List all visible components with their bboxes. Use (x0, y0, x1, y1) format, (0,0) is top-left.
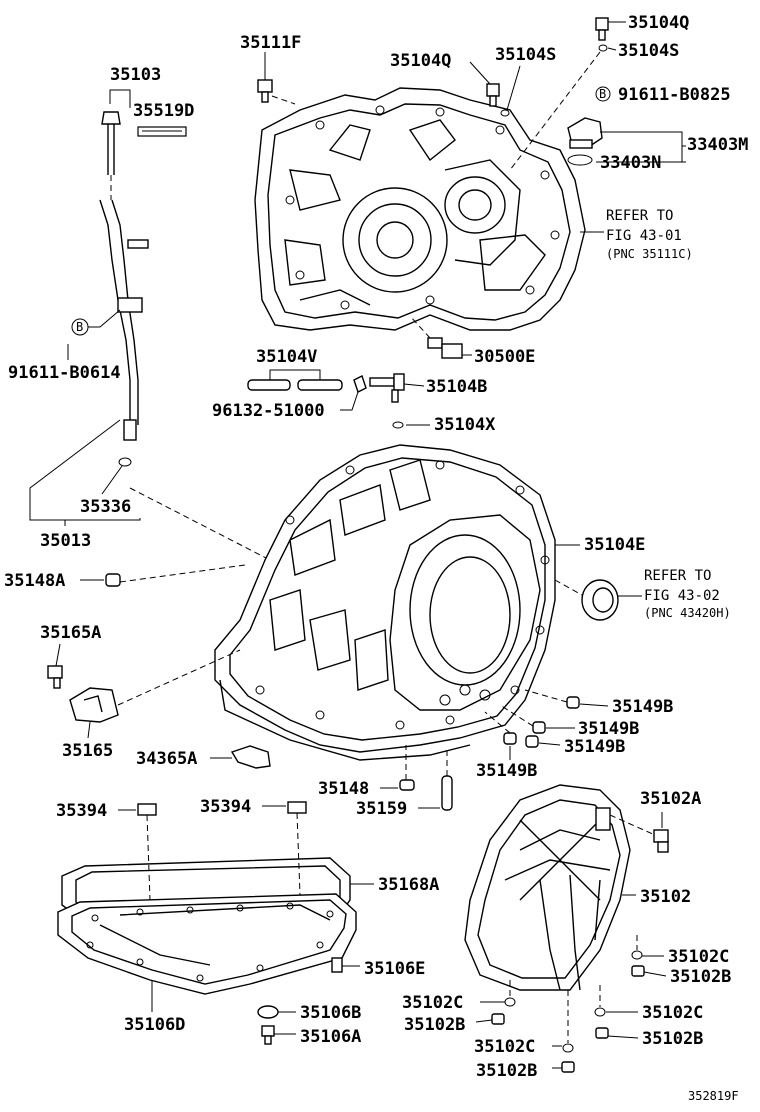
refer-1-line3: (PNC 35111C) (606, 247, 693, 261)
o-ring-35104X (392, 421, 404, 429)
svg-text:B: B (76, 320, 83, 334)
label-35148: 35148 (318, 779, 369, 799)
magnet-35394-b (287, 801, 307, 814)
bolt-35104Q-top (509, 17, 609, 171)
label-35106B: 35106B (300, 1003, 361, 1023)
label-35104S-b: 35104S (618, 41, 679, 61)
label-35159: 35159 (356, 799, 407, 819)
label-35104B: 35104B (426, 377, 487, 397)
label-35102B-2: 35102B (404, 1015, 465, 1035)
label-35104Q-b: 35104Q (628, 13, 689, 33)
plug-35148A (105, 564, 246, 587)
label-35106D: 35106D (124, 1015, 185, 1035)
label-35149B-3: 35149B (564, 737, 625, 757)
label-30500E: 30500E (474, 347, 535, 367)
transaxle-housing (254, 87, 586, 331)
gasket-35106B (257, 1005, 279, 1019)
bolt-35102A (653, 829, 669, 853)
label-33403M: 33403M (687, 135, 748, 155)
label-35168A: 35168A (378, 875, 439, 895)
label-35102B-4: 35102B (476, 1061, 537, 1081)
pipe-35159 (441, 748, 453, 811)
label-35106A: 35106A (300, 1027, 361, 1047)
bolt-35102B-2 (491, 1013, 505, 1025)
bolt-35165A (47, 665, 63, 689)
bolt-35111F (257, 79, 296, 105)
label-96132-51000: 96132-51000 (212, 401, 325, 421)
plug-35106E (331, 957, 343, 973)
label-35102C-2: 35102C (402, 993, 463, 1013)
bracket-34365A (230, 745, 271, 769)
label-35111F: 35111F (240, 33, 301, 53)
svg-text:B: B (599, 87, 606, 101)
refer-2-line2: FIG 43-02 (644, 588, 720, 604)
label-35148A: 35148A (4, 571, 65, 591)
label-35336: 35336 (80, 497, 131, 517)
label-35149B-1: 35149B (612, 697, 673, 717)
label-35149B-2: 35149B (578, 719, 639, 739)
callout-b-lower: B (71, 318, 89, 336)
clip-96132 (353, 375, 367, 393)
label-35102: 35102 (640, 887, 691, 907)
label-33403N: 33403N (600, 153, 661, 173)
plugs-35149B (484, 689, 580, 748)
refer-1-line2: FIG 43-01 (606, 228, 682, 244)
label-35102C-3: 35102C (642, 1003, 703, 1023)
valve-body-35102 (464, 784, 656, 991)
o-ring-35102C-4 (562, 1043, 574, 1053)
bolt-35102B-3 (595, 1027, 609, 1039)
dipstick-tube-35013 (99, 199, 149, 441)
bolt-35102B-4 (561, 1061, 575, 1073)
speed-sensor-33403M (567, 117, 603, 166)
o-ring-35336 (118, 457, 132, 467)
callout-b-upper: B (595, 86, 611, 102)
plug-35148 (399, 745, 415, 791)
o-ring-35102C-3 (594, 1007, 606, 1017)
bolt-35102B-1 (631, 965, 645, 977)
oil-seal-43420H (554, 579, 619, 621)
magnet-35394-a (137, 803, 157, 816)
label-35104X: 35104X (434, 415, 496, 435)
oil-pan-35106D (57, 893, 357, 995)
label-35165: 35165 (62, 741, 113, 761)
label-91611-B0825: 91611-B0825 (618, 85, 731, 105)
o-ring-35102C-1 (631, 950, 643, 960)
bolt-35104Q-upper (486, 83, 510, 117)
label-35106E: 35106E (364, 959, 425, 979)
label-35104E: 35104E (584, 535, 645, 555)
label-35104S-a: 35104S (495, 45, 556, 65)
refer-1-line1: REFER TO (606, 208, 673, 224)
label-35165A: 35165A (40, 623, 101, 643)
refer-2-line3: (PNC 43420H) (644, 606, 731, 620)
label-35102B-3: 35102B (642, 1029, 703, 1049)
label-35519D: 35519D (133, 101, 194, 121)
bolt-30500E (409, 315, 463, 359)
label-91611-B0614: 91611-B0614 (8, 363, 121, 383)
o-ring-35102C-2 (504, 997, 516, 1007)
label-35102A: 35102A (640, 789, 701, 809)
label-35102B-1: 35102B (670, 967, 731, 987)
label-34365A: 34365A (136, 749, 197, 769)
figure-id: 352819F (688, 1089, 739, 1103)
label-35102C-1: 35102C (668, 947, 729, 967)
label-35149B-4: 35149B (476, 761, 537, 781)
label-35394-b: 35394 (200, 797, 251, 817)
label-35013: 35013 (40, 531, 91, 551)
refer-2-line1: REFER TO (644, 568, 711, 584)
label-35104Q-a: 35104Q (390, 51, 451, 71)
label-35103: 35103 (110, 65, 161, 85)
union-35104B (369, 373, 405, 403)
hoses-35104V (247, 379, 343, 391)
strainer-35165 (69, 649, 241, 723)
label-35394-a: 35394 (56, 801, 107, 821)
label-35102C-4: 35102C (474, 1037, 535, 1057)
transaxle-case (214, 444, 556, 761)
dipstick-35103 (101, 111, 121, 200)
plug-35106A (261, 1025, 275, 1045)
label-35104V: 35104V (256, 347, 317, 367)
